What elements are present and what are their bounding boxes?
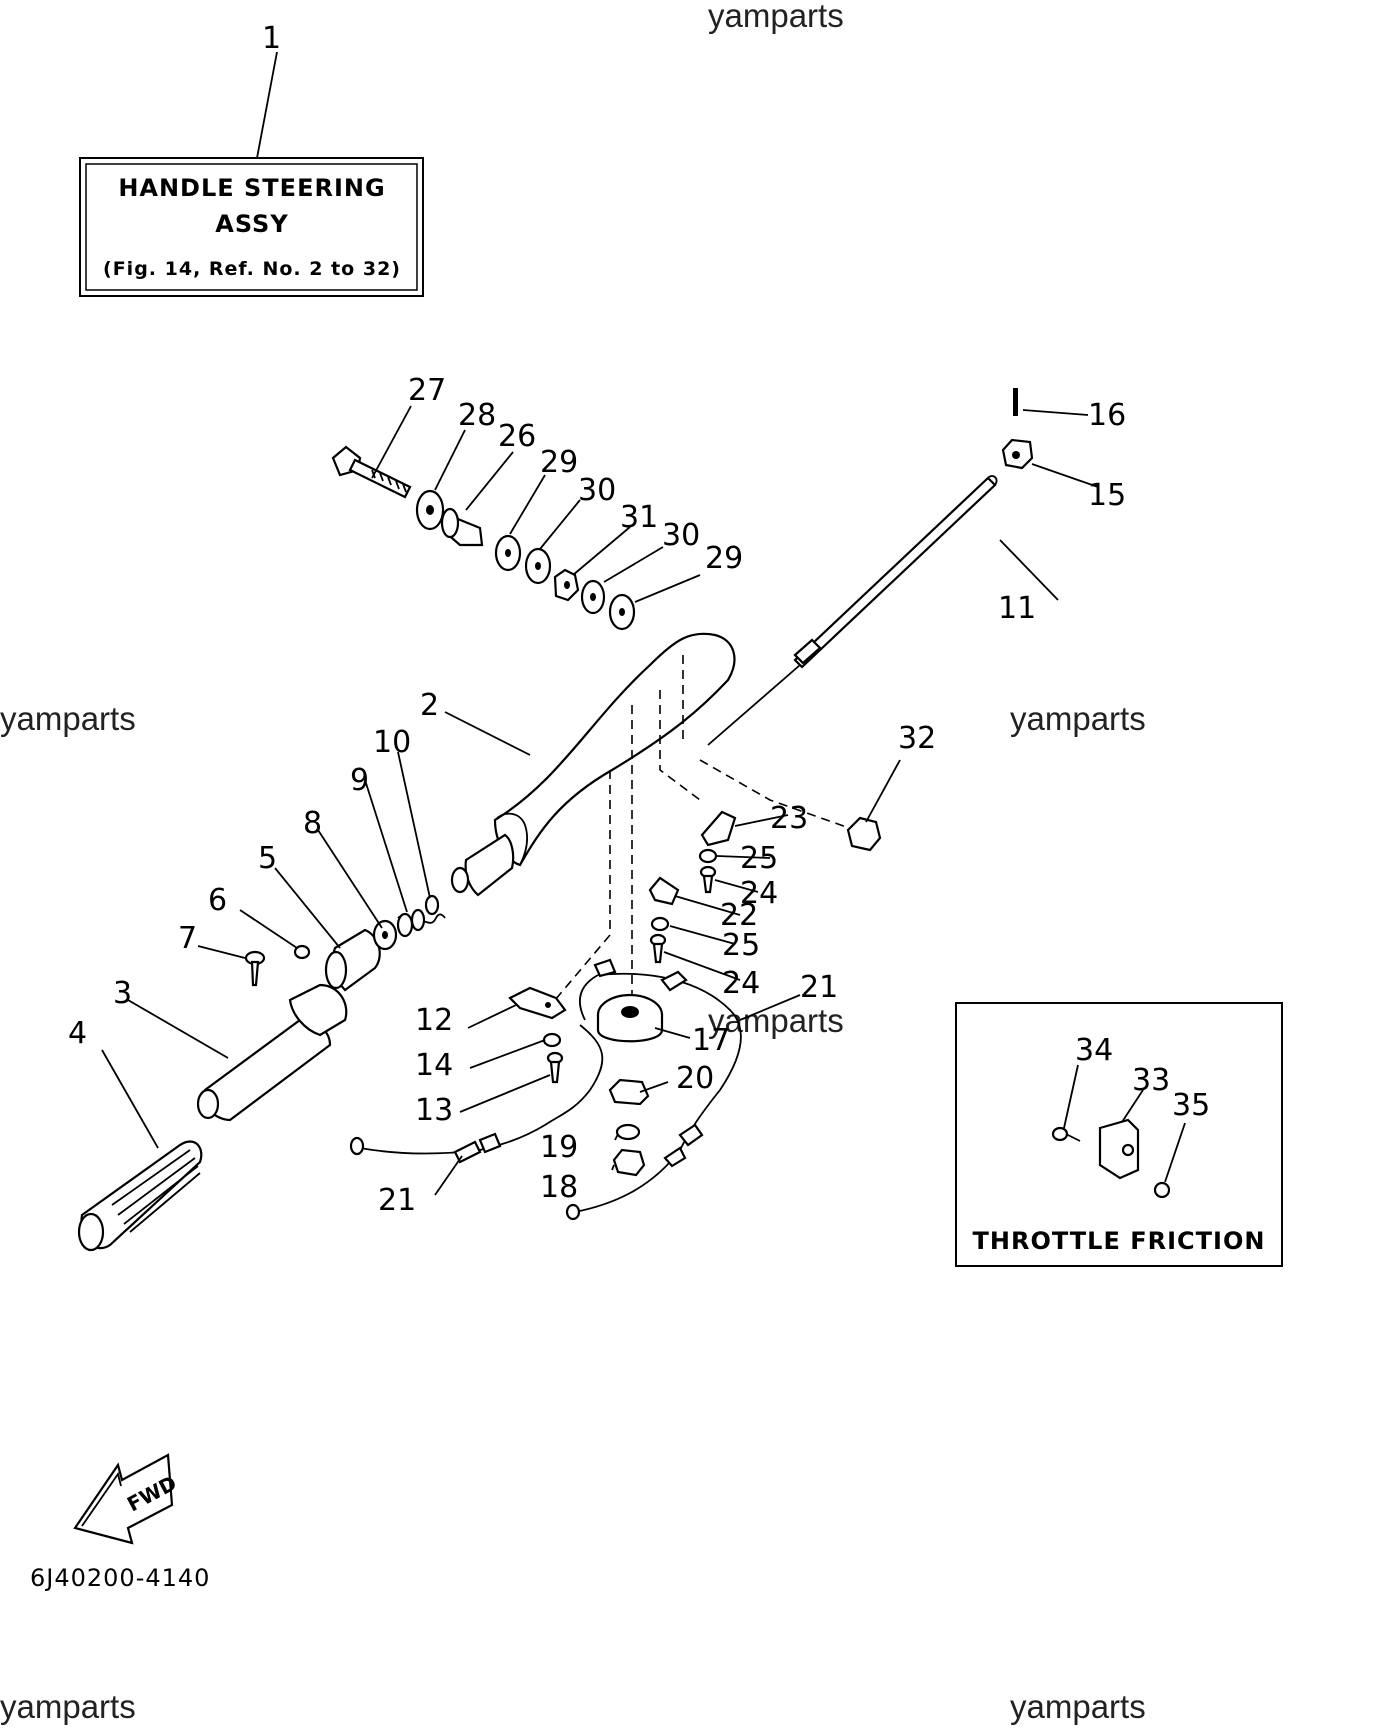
callout: 9	[350, 763, 369, 798]
clamp-23	[700, 810, 737, 847]
throttle-link-12	[508, 986, 567, 1020]
callout: 23	[770, 801, 808, 836]
callout: 35	[1172, 1088, 1210, 1123]
throttle-friction-title: THROTTLE FRICTION	[973, 1227, 1266, 1255]
assembly-title-line2: ASSY	[215, 210, 288, 238]
watermark: yamparts	[1010, 700, 1146, 737]
callout: 17	[692, 1023, 730, 1058]
assembly-box: HANDLE STEERING ASSY (Fig. 14, Ref. No. …	[79, 157, 424, 297]
callout: 2	[420, 688, 439, 723]
callout: 7	[178, 921, 197, 956]
pulley-17	[596, 993, 664, 1043]
collar-5	[324, 928, 381, 992]
callout: 12	[415, 1003, 453, 1038]
watermark: yamparts	[1010, 1688, 1146, 1725]
nut-15	[1001, 438, 1034, 470]
bolt-24a	[699, 865, 717, 894]
washer-25b	[650, 916, 670, 932]
nut-18	[612, 1148, 646, 1177]
callout: 18	[540, 1170, 578, 1205]
pivot-bolt-stack	[331, 445, 636, 631]
callout: 14	[415, 1048, 453, 1083]
throttle-grip-3	[196, 983, 348, 1122]
callout: 21	[800, 970, 838, 1005]
callout: 22	[720, 898, 758, 933]
bracket-22	[648, 876, 680, 906]
callout: 24	[740, 876, 778, 911]
assembly-reference: (Fig. 14, Ref. No. 2 to 32)	[103, 258, 401, 280]
watermark: yamparts	[708, 0, 844, 34]
callout: 25	[722, 928, 760, 963]
watermark: yamparts	[0, 1688, 136, 1725]
callout: 28	[458, 398, 496, 433]
callout: 34	[1075, 1033, 1113, 1068]
pin-16	[1013, 388, 1018, 416]
nut-32	[846, 816, 882, 852]
washer-14	[542, 1032, 562, 1048]
callout: 8	[303, 806, 322, 841]
callout: 33	[1132, 1063, 1170, 1098]
callout: 30	[662, 518, 700, 553]
fwd-arrow: FWD	[73, 1453, 181, 1545]
throttle-shaft	[707, 475, 998, 746]
callout: 27	[408, 373, 446, 408]
washer-10	[424, 894, 440, 916]
washer-8	[372, 919, 398, 951]
diagram-code: 6J40200-4140	[30, 1564, 210, 1592]
callout: 24	[722, 966, 760, 1001]
watermark: yamparts	[708, 1002, 844, 1039]
steering-handle	[450, 632, 736, 897]
callout: 10	[373, 725, 411, 760]
callout: 26	[498, 419, 536, 454]
assembly-title-line1: HANDLE STEERING	[118, 174, 385, 202]
callout: 30	[578, 473, 616, 508]
washer-19	[615, 1123, 641, 1141]
callout: 5	[258, 841, 277, 876]
throttle-friction-box: THROTTLE FRICTION	[955, 1002, 1283, 1267]
callout: 13	[415, 1093, 453, 1128]
callout: 31	[620, 500, 658, 535]
nut-6	[293, 944, 311, 960]
bushing-20	[608, 1078, 650, 1106]
callout: 20	[676, 1061, 714, 1096]
grip-4	[77, 1140, 203, 1252]
callout: 4	[68, 1016, 87, 1051]
callout: 16	[1088, 398, 1126, 433]
watermark: yamparts	[0, 700, 136, 737]
callout: 11	[998, 591, 1036, 626]
callout: 32	[898, 721, 936, 756]
screw-7	[244, 950, 266, 987]
spring-9	[396, 908, 446, 938]
callout: 29	[540, 445, 578, 480]
callout: 25	[740, 841, 778, 876]
bolt-24b	[649, 933, 667, 964]
callout: 1	[262, 21, 281, 56]
callout: 15	[1088, 478, 1126, 513]
callout: 29	[705, 541, 743, 576]
callout: 6	[208, 883, 227, 918]
callout: 3	[113, 976, 132, 1011]
callout: 19	[540, 1130, 578, 1165]
washer-25a	[698, 848, 718, 864]
callout: 21	[378, 1183, 416, 1218]
screw-13	[546, 1051, 564, 1084]
